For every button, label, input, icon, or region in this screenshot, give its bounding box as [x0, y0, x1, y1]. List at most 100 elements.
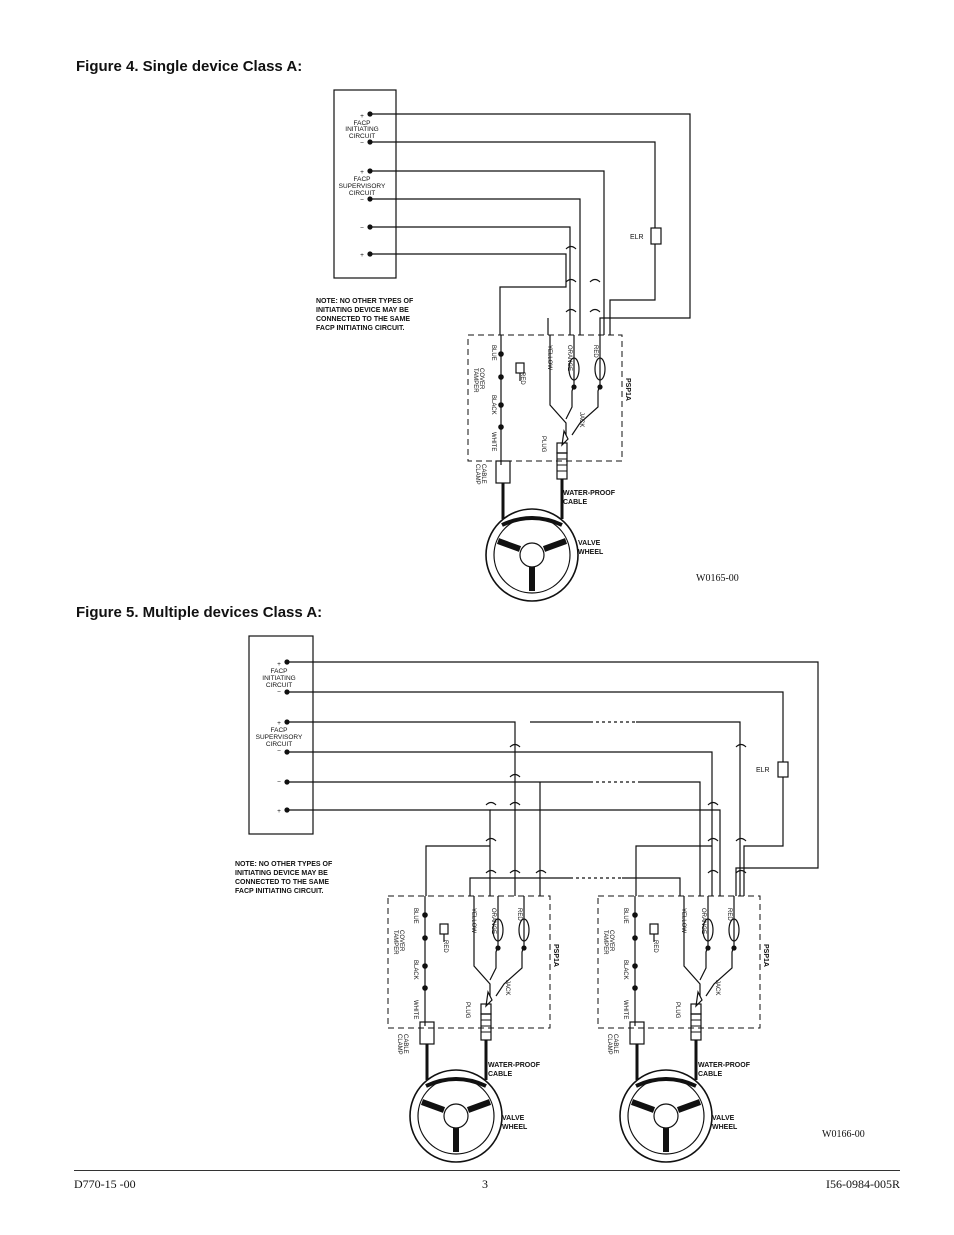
waterproof-line-1: WATER-PROOF [563, 490, 616, 497]
device-1-labels: BLUE YELLOW ORANGE RED BLACK WHITE COVER… [392, 908, 559, 1055]
supervisory-label-5-3: CIRCUIT [266, 741, 292, 748]
figure-5: + FACP INITIATING CIRCUIT − + FACP SUPER… [235, 635, 865, 1162]
wire-red: RED [592, 345, 598, 358]
d1-cover: COVER [398, 930, 404, 952]
psp1a-internals [486, 334, 606, 601]
cover-label: COVER [478, 368, 484, 390]
d2-waterproof-2: CABLE [698, 1071, 722, 1078]
page-number: 3 [482, 1177, 488, 1191]
d2-tamper: TAMPER [602, 930, 608, 955]
wire-yellow: YELLOW [546, 345, 552, 370]
d1-jack: JACK [504, 980, 510, 995]
d2-cover: COVER [608, 930, 614, 952]
valve-line-1: VALVE [578, 540, 601, 547]
figure-5-note: NOTE: NO OTHER TYPES OF INITIATING DEVIC… [235, 861, 333, 895]
psp1a-module-2 [597, 895, 761, 1029]
figure-5-title: Figure 5. Multiple devices Class A: [76, 604, 323, 621]
initiating-minus-5: − [277, 689, 281, 696]
d2-jack: JACK [714, 980, 720, 995]
d2-cable: CABLE [612, 1034, 618, 1054]
footer-part-number: I56-0984-005R [826, 1177, 900, 1191]
note5-line-3: CONNECTED TO THE SAME [235, 879, 329, 886]
supervisory-label-3: CIRCUIT [349, 190, 375, 197]
facp-labels-5: + FACP INITIATING CIRCUIT − + FACP SUPER… [256, 661, 303, 815]
wire-blue: BLUE [490, 345, 496, 361]
supervisory-label-5-2: SUPERVISORY [256, 734, 303, 741]
supervisory-minus: − [360, 197, 364, 204]
d1-clamp: CLAMP [396, 1034, 402, 1055]
psp1a-internals-1 [410, 895, 530, 1162]
d2-wire-white: WHITE [622, 1000, 628, 1019]
note-line-1: NOTE: NO OTHER TYPES OF [316, 298, 414, 305]
d1-valve-1: VALVE [502, 1115, 525, 1122]
d1-tamper: TAMPER [392, 930, 398, 955]
d2-wire-black: BLACK [622, 960, 628, 980]
d1-wire-orange: ORANGE [490, 908, 496, 934]
d2-valve-2: WHEEL [712, 1124, 738, 1131]
power-plus: + [360, 252, 364, 259]
d2-waterproof-1: WATER-PROOF [698, 1062, 751, 1069]
note5-line-1: NOTE: NO OTHER TYPES OF [235, 861, 333, 868]
initiating-label-5-3: CIRCUIT [266, 682, 292, 689]
d1-wire-black: BLACK [412, 960, 418, 980]
wire-black: BLACK [490, 395, 496, 415]
clamp-label: CLAMP [474, 464, 480, 485]
device-1-callouts: WATER-PROOF CABLE VALVE WHEEL [488, 1062, 541, 1131]
d1-waterproof-1: WATER-PROOF [488, 1062, 541, 1069]
plug-label: PLUG [540, 436, 546, 453]
d2-wire-red: RED [726, 908, 732, 921]
power-minus: − [360, 225, 364, 232]
initiating-label-5-1: FACP [271, 668, 288, 675]
device-2-labels: BLUE YELLOW ORANGE RED BLACK WHITE COVER… [602, 908, 769, 1055]
facp-labels: + FACP INITIATING CIRCUIT − + FACP SUPER… [339, 113, 386, 259]
d1-wire-red: RED [516, 908, 522, 921]
d1-module: PSP1A [552, 944, 559, 967]
note5-line-4: FACP INITIATING CIRCUIT. [235, 888, 323, 895]
jack-label: JACK [578, 412, 584, 427]
d1-wire-yellow: YELLOW [470, 908, 476, 933]
d2-plug: PLUG [674, 1002, 680, 1019]
elr-label-5: ELR [756, 767, 770, 774]
figure-4-note: NOTE: NO OTHER TYPES OF INITIATING DEVIC… [316, 298, 414, 332]
footer-doc-number: D770-15 -00 [74, 1177, 136, 1191]
figure-5-wiring [284, 659, 819, 896]
figure-4-title: Figure 4. Single device Class A: [76, 58, 303, 75]
supervisory-plus-5: + [277, 720, 281, 727]
initiating-label-2: INITIATING [345, 126, 378, 133]
power-minus-5: − [277, 779, 281, 786]
device-2-callouts: WATER-PROOF CABLE VALVE WHEEL [698, 1062, 751, 1131]
d1-valve-2: WHEEL [502, 1124, 528, 1131]
note-line-4: FACP INITIATING CIRCUIT. [316, 325, 404, 332]
supervisory-label-1: FACP [354, 176, 371, 183]
figure-4: + FACP INITIATING CIRCUIT − + FACP SUPER… [316, 89, 739, 601]
cable-label: CABLE [480, 464, 486, 484]
figure-4-wiring [367, 111, 691, 335]
psp1a-module-1 [387, 895, 551, 1029]
wire-orange: ORANGE [566, 345, 572, 371]
supervisory-label-2: SUPERVISORY [339, 183, 386, 190]
note5-line-2: INITIATING DEVICE MAY BE [235, 870, 328, 877]
supervisory-minus-5: − [277, 748, 281, 755]
initiating-plus: + [360, 113, 364, 120]
module-label: PSP1A [624, 378, 631, 401]
facp-panel-5 [248, 635, 314, 835]
supervisory-plus: + [360, 169, 364, 176]
d1-plug: PLUG [464, 1002, 470, 1019]
page-footer: D770-15 -00 3 I56-0984-005R [74, 1170, 900, 1195]
wire-white: WHITE [490, 432, 496, 451]
drawing-id-4: W0165-00 [696, 573, 739, 584]
figure-4-wire-labels: BLUE YELLOW ORANGE RED BLACK WHITE COVER… [472, 345, 631, 485]
psp1a-internals-2 [620, 895, 740, 1162]
initiating-minus: − [360, 140, 364, 147]
d1-cable: CABLE [402, 1034, 408, 1054]
valve-line-2: WHEEL [578, 549, 604, 556]
waterproof-line-2: CABLE [563, 499, 587, 506]
initiating-label-1: FACP [354, 120, 371, 127]
d2-wire-blue: BLUE [622, 908, 628, 924]
d1-led: RED [442, 940, 448, 953]
d2-led: RED [652, 940, 658, 953]
note-line-2: INITIATING DEVICE MAY BE [316, 307, 409, 314]
initiating-label-3: CIRCUIT [349, 133, 375, 140]
initiating-label-5-2: INITIATING [262, 675, 295, 682]
